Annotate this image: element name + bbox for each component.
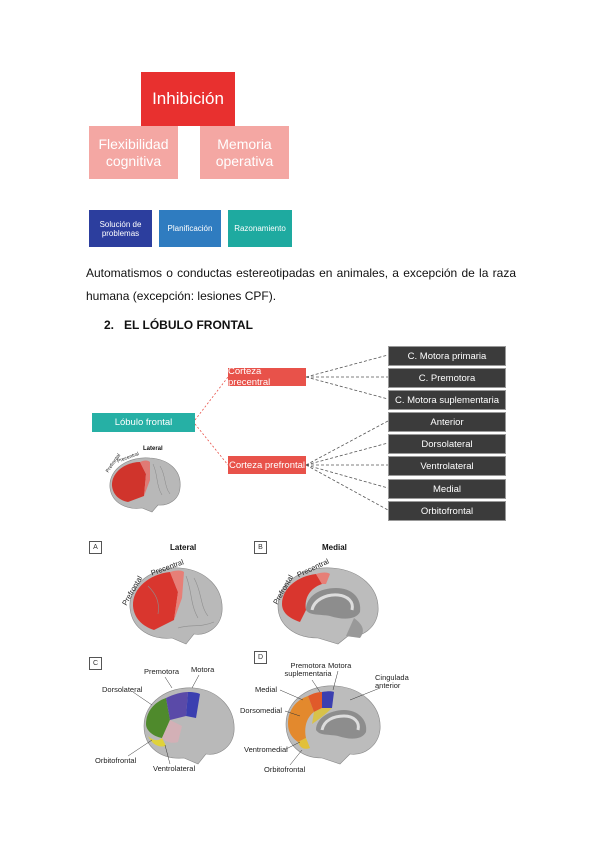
- figure-c-ventrolateral-label: Ventrolateral: [153, 764, 196, 773]
- flexibilidad-label: Flexibilidad cognitiva: [98, 135, 169, 169]
- leaf-ventrolateral: Ventrolateral: [388, 456, 506, 476]
- leaf-label: C. Motora suplementaria: [394, 394, 500, 406]
- solucion-label: Solución de problemas: [99, 219, 142, 238]
- figure-c-dorsolateral-label: Dorsolateral: [102, 685, 143, 694]
- figure-d-premotora-sup-label: Premotora suplementaria: [284, 661, 332, 678]
- leaf-premotora: C. Premotora: [388, 368, 506, 388]
- lobulo-frontal-label: Lóbulo frontal: [114, 417, 173, 428]
- leaf-label: Anterior: [430, 416, 464, 428]
- leaf-label: C. Motora primaria: [407, 350, 487, 362]
- section-title: EL LÓBULO FRONTAL: [124, 318, 253, 332]
- figure-c-brain-image: [143, 687, 235, 765]
- figure-b-letter: B: [254, 541, 267, 554]
- figure-d-cingulada-label: Cingulada anterior: [375, 673, 409, 690]
- corteza-precentral-label: Corteza precentral: [228, 366, 271, 388]
- figure-d-brain-image: [285, 685, 381, 765]
- memoria-label: Memoria operativa: [215, 135, 274, 169]
- corteza-prefrontal-box: Corteza prefrontal: [228, 456, 306, 474]
- planificacion-label: Planificación: [167, 224, 213, 233]
- leaf-medial: Medial: [388, 479, 506, 499]
- leaf-label: Dorsolateral: [421, 438, 473, 450]
- section-number: 2.: [104, 318, 115, 332]
- leaf-dorsolateral: Dorsolateral: [388, 434, 506, 454]
- razonamiento-box: Razonamiento: [228, 210, 292, 247]
- flexibilidad-box: Flexibilidad cognitiva: [89, 126, 178, 179]
- leaf-motora-suplementaria: C. Motora suplementaria: [388, 390, 506, 410]
- leaf-label: Ventrolateral: [420, 460, 474, 472]
- thumb-brain-image: [109, 457, 181, 513]
- figure-c-letter: C: [89, 657, 102, 670]
- figure-d-orbitofrontal-label: Orbitofrontal: [264, 765, 306, 774]
- figure-a-letter: A: [89, 541, 102, 554]
- figure-d-motora-label: Motora: [328, 661, 352, 670]
- leaf-label: Orbitofrontal: [420, 505, 474, 517]
- inhibicion-label: Inhibición: [152, 89, 224, 108]
- razonamiento-label: Razonamiento: [234, 224, 286, 233]
- figure-d-ventromedial-label: Ventromedial: [244, 745, 288, 754]
- leaf-anterior: Anterior: [388, 412, 506, 432]
- figure-c-premotora-label: Premotora: [144, 667, 180, 676]
- solucion-box: Solución de problemas: [89, 210, 152, 247]
- corteza-precentral-box: Corteza precentral: [228, 366, 306, 388]
- leaf-label: Medial: [433, 483, 461, 495]
- figure-d-letter: D: [254, 651, 267, 664]
- figure-a-title: Lateral: [170, 543, 197, 552]
- thumb-title: Lateral: [143, 446, 163, 452]
- leaf-label: C. Premotora: [418, 372, 476, 384]
- figure-a-brain-image: [129, 567, 223, 645]
- planificacion-box: Planificación: [159, 210, 221, 247]
- leaf-motora-primaria: C. Motora primaria: [388, 346, 506, 366]
- figure-d-dorsomedial-label: Dorsomedial: [240, 706, 283, 715]
- body-paragraph: Automatismos o conductas estereotipadas …: [86, 266, 516, 303]
- figure-b-brain-image: [277, 567, 379, 645]
- memoria-box: Memoria operativa: [200, 126, 289, 179]
- figure-c-motora-label: Motora: [191, 665, 215, 674]
- lobulo-frontal-box: Lóbulo frontal: [92, 413, 195, 432]
- leaf-orbitofrontal: Orbitofrontal: [388, 501, 506, 521]
- section-heading: 2. EL LÓBULO FRONTAL: [104, 318, 253, 332]
- figure-c-orbitofrontal-label: Orbitofrontal: [95, 756, 137, 765]
- inhibicion-box: Inhibición: [141, 72, 235, 126]
- figure-b-title: Medial: [322, 543, 347, 552]
- corteza-prefrontal-label: Corteza prefrontal: [228, 459, 306, 471]
- figure-d-medial-label: Medial: [255, 685, 278, 694]
